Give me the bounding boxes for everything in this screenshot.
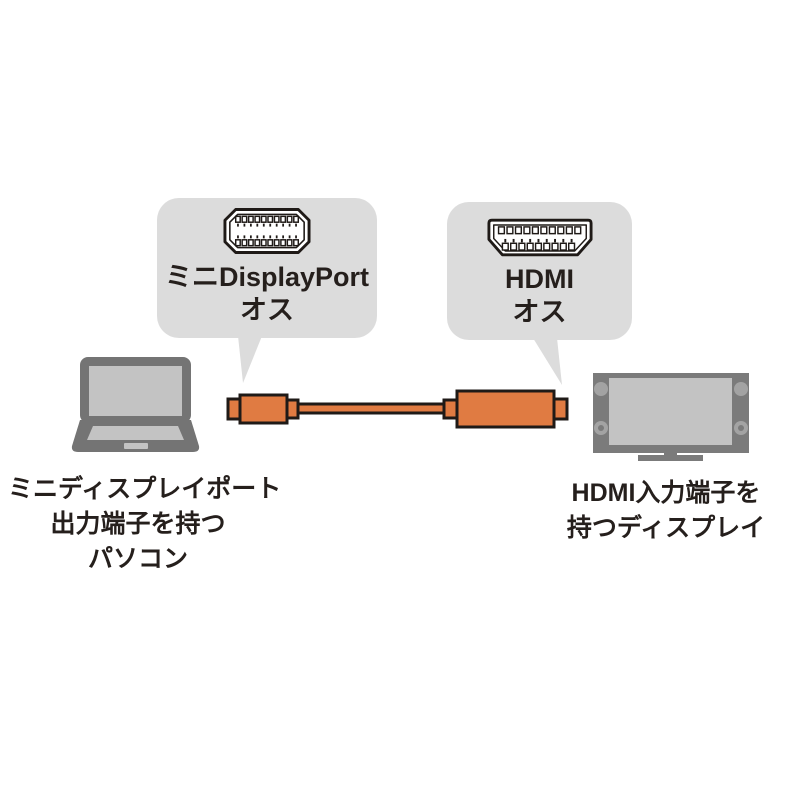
callout-right-tail [533,338,562,385]
caption-target-device: HDMI入力端子を 持つディスプレイ [546,476,786,546]
callout-mini-displayport-label: ミニDisplayPort [164,262,370,292]
callout-hdmi-label: HDMI [505,264,574,294]
speaker-dot-top-right [734,382,748,396]
caption-target-line2: 持つディスプレイ [566,514,766,542]
laptop-illustration [71,357,200,452]
callout-hdmi-gender: オス [512,297,567,327]
hdmi-plug-body [455,389,556,429]
caption-source-device: ミニディスプレイポート 出力端子を持つ パソコン [8,472,282,577]
caption-source-line3: パソコン [87,545,188,573]
cable-illustration [226,389,569,429]
mini-displayport-plug-tip [226,397,242,421]
callout-left-tail [238,336,262,383]
display-illustration [593,373,749,461]
callout-hdmi: HDMI オス [447,202,632,340]
mini-displayport-connector-icon [223,208,311,254]
caption-target-line1: HDMI入力端子を [571,479,761,507]
hdmi-connector-icon [486,218,593,257]
caption-source-line1: ミニディスプレイポート [8,475,282,503]
caption-source-line2: 出力端子を持つ [50,510,226,538]
speaker-dot-top-left [594,382,608,396]
callout-mini-displayport-gender: オス [240,295,294,325]
callout-mini-displayport: ミニDisplayPort オス [157,198,377,338]
mini-displayport-plug-body [238,393,289,425]
hdmi-plug-tip [552,397,569,421]
